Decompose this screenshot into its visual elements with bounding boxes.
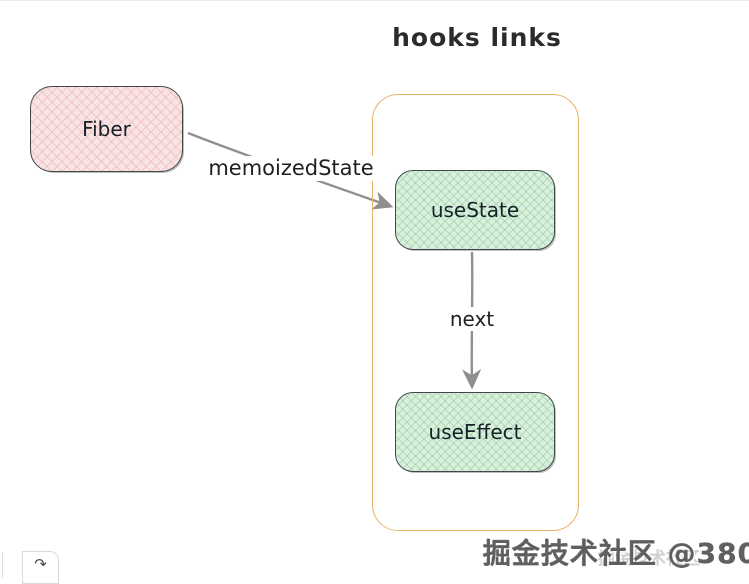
watermark: 掘金技术社区 @3800: [483, 537, 749, 570]
usestate-node: useState: [395, 170, 555, 250]
useeffect-label: useEffect: [428, 420, 522, 444]
memoizedstate-edge-label: memoizedState: [208, 156, 374, 182]
fiber-node: Fiber: [30, 86, 183, 172]
toolbar-divider: [2, 552, 3, 578]
useeffect-node: useEffect: [395, 392, 555, 472]
watermark-secondary: 掘金技术社区: [598, 549, 700, 569]
fiber-label: Fiber: [82, 117, 131, 141]
hooks-container: [372, 94, 579, 531]
usestate-label: useState: [430, 198, 520, 222]
redo-icon: ↷: [34, 555, 47, 573]
redo-button[interactable]: ↷: [22, 551, 59, 584]
next-edge-label: next: [442, 307, 502, 331]
diagram-title: hooks links: [392, 23, 562, 52]
